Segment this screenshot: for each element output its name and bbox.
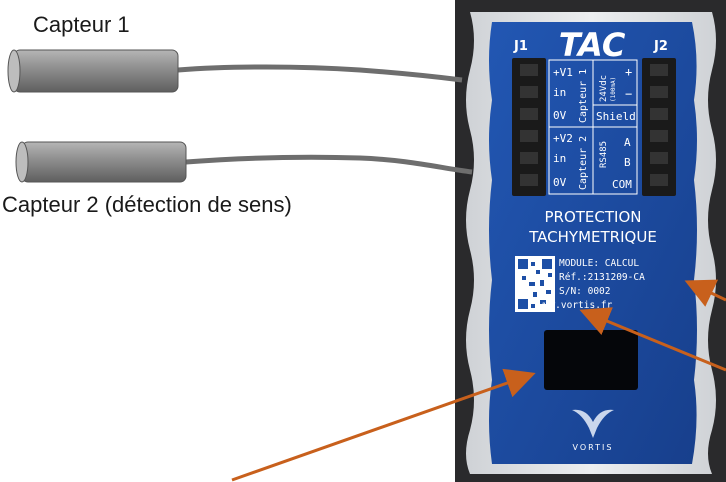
- j2-terminal-block-icon: [642, 58, 676, 196]
- terminal-com: COM: [612, 178, 632, 191]
- module-label: MODULE: CALCUL: [559, 258, 639, 269]
- reference-label: Réf.:2131209-CA: [559, 272, 645, 283]
- sensor2-label: Capteur 2 (détection de sens): [2, 192, 292, 217]
- arrow-to-display: [231, 368, 536, 482]
- terminal-in1: in: [553, 86, 566, 99]
- terminal-table-lines: [548, 59, 638, 195]
- power-label: 24Vdc: [599, 75, 609, 102]
- terminal-ov2: 0V: [553, 176, 567, 189]
- j1-label: J1: [513, 39, 528, 54]
- brand-label: VORTIS: [573, 443, 614, 452]
- arrow-to-qr-code: [579, 307, 726, 372]
- capteur2-vertical-label: Capteur 2: [578, 136, 589, 190]
- terminal-v1: +V1: [553, 66, 573, 79]
- serial-label: S/N: 0002: [559, 286, 610, 297]
- sensor2-cable: [185, 154, 473, 175]
- terminal-minus: −: [625, 87, 632, 101]
- power-note-label: (100mA): [610, 77, 617, 102]
- oled-display: [544, 330, 638, 390]
- terminal-plus: +: [625, 65, 632, 79]
- tac-logo: TAC: [559, 26, 626, 64]
- j2-label: J2: [653, 39, 668, 54]
- title-line1: PROTECTION: [544, 208, 641, 226]
- vortis-logo-icon: [572, 409, 614, 438]
- sensor1-cable: [177, 64, 463, 83]
- terminal-in2: in: [553, 152, 566, 165]
- j1-terminal-block-icon: [512, 58, 546, 196]
- arrow-to-module-info: [684, 279, 726, 307]
- terminal-a: A: [624, 136, 631, 149]
- terminal-v2: +V2: [553, 132, 573, 145]
- capteur1-vertical-label: Capteur 1: [578, 69, 589, 123]
- website-label: www.vortis.fr: [538, 300, 613, 311]
- sensor1-cylinder-icon: [7, 49, 179, 93]
- terminal-ov1: 0V: [553, 109, 567, 122]
- title-line2: TACHYMETRIQUE: [528, 228, 657, 246]
- terminal-b: B: [624, 156, 631, 169]
- qr-code-icon: [515, 256, 555, 312]
- rs485-label: RS485: [599, 141, 609, 168]
- terminal-shield: Shield: [596, 110, 636, 123]
- sensor2-cylinder-icon: [15, 141, 187, 183]
- sensor1-label: Capteur 1: [33, 12, 130, 37]
